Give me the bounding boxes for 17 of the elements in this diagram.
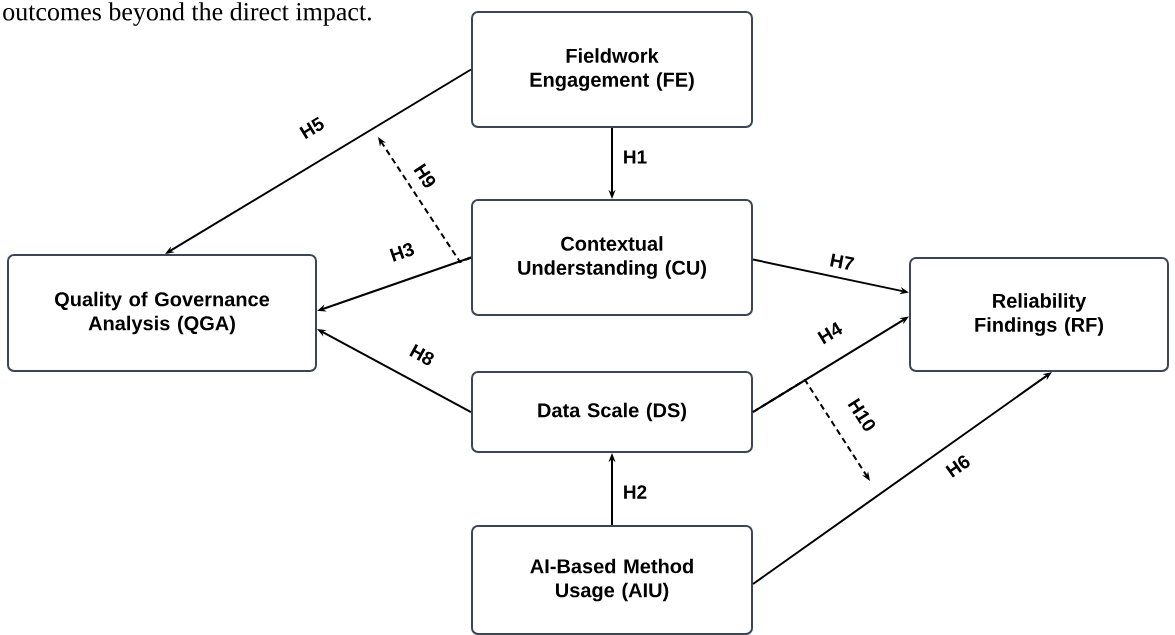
edge-label: H8: [409, 344, 434, 366]
edge-label: H7: [830, 253, 855, 270]
edge-label: H6: [945, 455, 970, 478]
edge-label: H3: [389, 243, 415, 262]
edge-label: H5: [299, 116, 324, 140]
edge-label: H4: [817, 322, 843, 345]
arrow: [752, 372, 1052, 585]
concept-box: Reliability Findings (RF): [909, 257, 1169, 372]
concept-box: Data Scale (DS): [471, 371, 753, 453]
concept-box: Fieldwork Engagement (FE): [471, 11, 753, 128]
edge-label: H1: [624, 150, 647, 164]
concept-box: Quality of Governance Analysis (QGA): [7, 254, 317, 372]
edge-label: H9: [413, 163, 436, 188]
body-text: outcomes beyond the direct impact.: [3, 2, 371, 26]
edge-label: H2: [624, 485, 647, 499]
concept-box: Contextual Understanding (CU): [471, 199, 753, 316]
concept-box: AI-Based Method Usage (AIU): [471, 525, 753, 635]
